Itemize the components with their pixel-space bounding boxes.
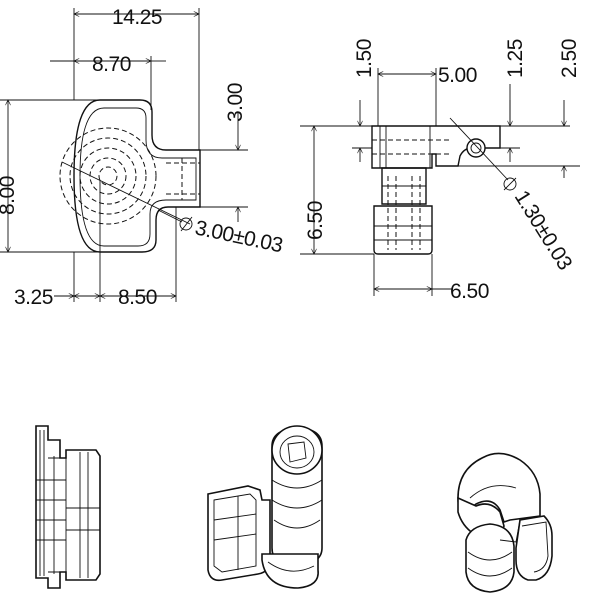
dim-shaft-diameter: 3.00±0.03 xyxy=(193,216,285,257)
diameter-symbol-icon xyxy=(503,177,517,191)
side-view-hole xyxy=(466,138,486,158)
dim-total-height: 2.50 xyxy=(558,39,581,78)
top-view-hidden-circles xyxy=(59,127,157,225)
dim-hole-diameter: 1.30±0.03 xyxy=(510,186,577,273)
dim-stem-width: 6.50 xyxy=(450,280,489,303)
dim-shaft-height: 3.00 xyxy=(224,83,247,122)
top-view: 14.25 8.70 3.00 8.00 3.00±0.03 3.25 xyxy=(0,6,285,309)
dim-center-to-end: 8.50 xyxy=(118,286,157,309)
side-view-stem xyxy=(381,167,427,205)
dim-head-width: 8.70 xyxy=(92,53,131,76)
dim-body-height: 8.00 xyxy=(0,176,19,215)
dim-overall-length: 14.25 xyxy=(112,6,162,29)
dim-hole-offset: 5.00 xyxy=(438,64,477,87)
top-view-body-outline xyxy=(73,99,201,253)
iso-view-b xyxy=(457,452,553,593)
diameter-symbol-icon xyxy=(179,216,193,232)
dim-flange-thickness: 1.50 xyxy=(353,39,376,78)
dim-stem-height: 6.50 xyxy=(304,201,327,240)
dim-left-offset: 3.25 xyxy=(14,286,53,309)
iso-side-elevation xyxy=(35,425,101,589)
iso-view-a xyxy=(207,425,323,589)
side-view: 1.50 5.00 1.25 2.50 6.50 6.50 1.30±0.03 xyxy=(300,39,581,303)
dim-tab-thickness: 1.25 xyxy=(504,39,527,78)
